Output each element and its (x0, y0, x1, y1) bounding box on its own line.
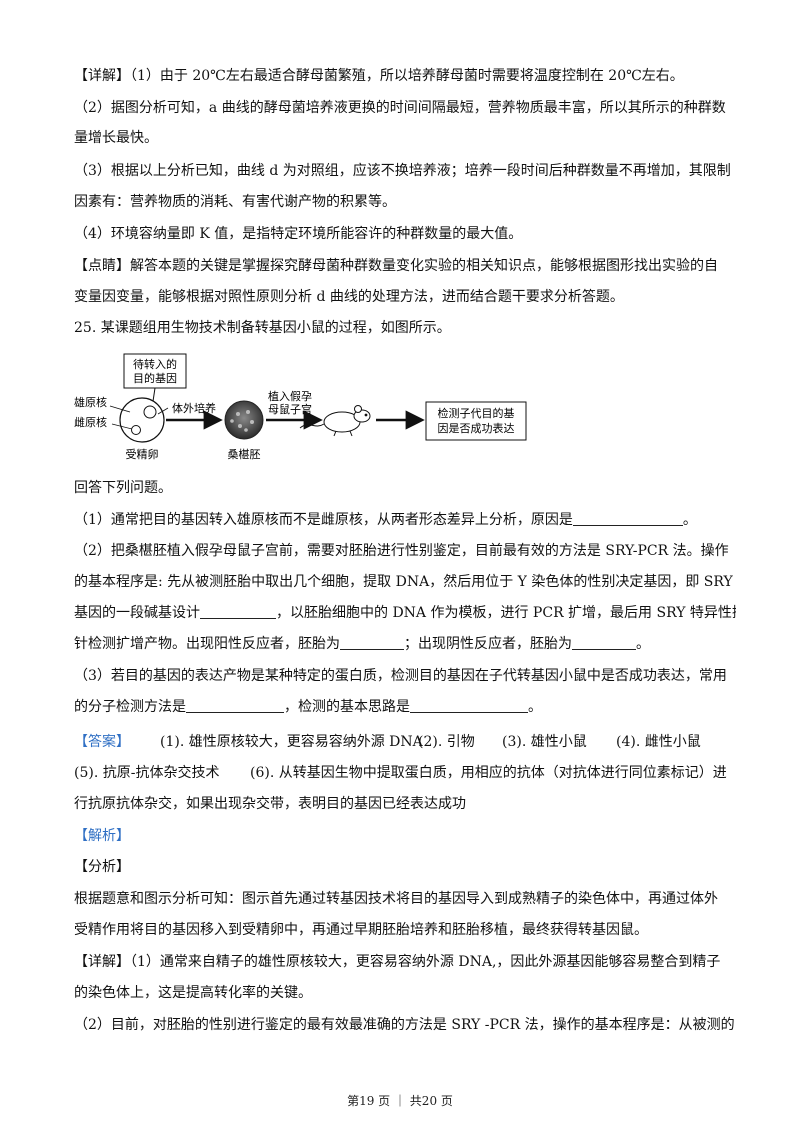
answer-label: 【答案】 (74, 734, 130, 750)
analysis-label: 【解析】 (74, 828, 130, 844)
text-line: 行抗原抗体杂交，如果出现杂交带，表明目的基因已经表达成功 (74, 796, 466, 812)
morula-shape (224, 400, 264, 440)
in-vitro-culture-label: 体外培养 (172, 401, 216, 415)
target-gene-label-2: 目的基因 (133, 371, 177, 385)
implant-label-2: 母鼠子宫 (268, 402, 312, 416)
section-label: 【分析】 (74, 859, 130, 875)
page-footer: 第19 页 ｜ 共20 页 (347, 1094, 453, 1108)
fertilized-egg-shape (119, 397, 165, 443)
q1-blank (572, 511, 683, 526)
answer-row-1: 【答案】 (1). 雄性原核较大，更容易容纳外源 DNA(2). 引物 (3). 雄… (74, 732, 736, 752)
mouse-icon (299, 405, 371, 437)
q2-blank-negative (572, 635, 636, 650)
male-nucleus-shape (143, 405, 157, 419)
text-line: 根据题意和图示分析可知：图示首先通过转基因技术将目的基因导入到成熟精子的染色体中… (74, 891, 718, 907)
q2-text-a: 基因的一段碱基设计 (74, 605, 200, 621)
q2-text-e: 。 (636, 636, 650, 652)
text-line: 【详解】（1）通常来自精子的雄性原核较大，更容易容纳外源 DNA,，因此外源基因… (74, 954, 721, 970)
answer-2: (2). 引物 (418, 734, 475, 750)
male-nucleus-label: 雄原核 (74, 395, 107, 409)
q1-text: （1）通常把目的基因转入雄原核而不是雌原核，从两者形态差异上分析，原因是 (74, 512, 573, 528)
text-line: （3）若目的基因的表达产物是某种特定的蛋白质，检测目的基因在子代转基因小鼠中是否… (74, 668, 727, 684)
q2-text-c: 针检测扩增产物。出现阳性反应者，胚胎为 (74, 636, 340, 652)
question-part-1: （1）通常把目的基因转入雄原核而不是雌原核，从两者形态差异上分析，原因是 。 (74, 510, 736, 530)
answer-6: (6). 从转基因生物中提取蛋白质，用相应的抗体（对抗体进行同位素标记）进 (250, 765, 727, 781)
q1-end: 。 (682, 512, 697, 528)
q3-text-a: 的分子检测方法是 (74, 699, 186, 715)
text-line: （2）把桑椹胚植入假孕母鼠子宫前，需要对胚胎进行性别鉴定，目前最有效的方法是 S… (74, 543, 729, 559)
q2-text-d: ；出现阴性反应者，胚胎为 (404, 636, 572, 652)
question-part-3-line: 的分子检测方法是 ，检测的基本思路是 。 (74, 697, 736, 717)
text-line: 【详解】（1）由于 20℃左右最适合酵母菌繁殖，所以培养酵母菌时需要将温度控制在… (74, 68, 684, 84)
morula-label: 桑椹胚 (228, 448, 261, 461)
q3-blank-approach (410, 698, 528, 713)
detection-result-box (425, 401, 527, 441)
result-label-2: 因是否成功表达 (438, 421, 515, 435)
answer-3: (3). 雄性小鼠 (502, 734, 587, 750)
q3-text-c: 。 (528, 699, 542, 715)
text-line: 的染色体上，这是提高转化率的关键。 (74, 985, 312, 1001)
transgenic-mouse-diagram: 待转入的 目的基因 雄原核 雌原核 受精卵 体外培养 桑椹胚 植入假孕 母鼠子宫 (74, 353, 527, 461)
text-line: 回答下列问题。 (74, 480, 172, 496)
q2-text-b: ，以胚胎细胞中的 DNA 作为模板，进行 PCR 扩增，最后用 SRY 特异性探 (276, 605, 736, 621)
text-line: （3）根据以上分析已知，曲线 d 为对照组，应该不换培养液；培养一段时间后种群数… (74, 163, 731, 179)
text-line: 因素有：营养物质的消耗、有害代谢产物的积累等。 (74, 194, 396, 210)
target-gene-box (123, 353, 187, 389)
text-line: 【点睛】解答本题的关键是掌握探究酵母菌种群数量变化实验的相关知识点，能够根据图形… (74, 258, 718, 274)
answer-5: (5). 抗原-抗体杂交技术 (74, 765, 220, 781)
text-line: 受精作用将目的基因移入到受精卵中，再通过早期胚胎培养和胚胎移植，最终获得转基因鼠… (74, 922, 648, 938)
q2-blank-primer (200, 604, 276, 619)
answer-1: (1). 雄性原核较大，更容易容纳外源 DNA (160, 734, 423, 750)
text-line: 量增长最快。 (74, 130, 158, 146)
fertilized-egg-label: 受精卵 (126, 448, 159, 461)
answer-4: (4). 雌性小鼠 (616, 734, 701, 750)
text-line: （2）据图分析可知，a 曲线的酵母菌培养液更换的时间间隔最短，营养物质最丰富，所… (74, 100, 726, 116)
text-line: （2）目前，对胚胎的性别进行鉴定的最有效最准确的方法是 SRY -PCR 法，操… (74, 1017, 735, 1033)
female-nucleus-shape (131, 425, 141, 435)
q3-text-b: ，检测的基本思路是 (284, 699, 410, 715)
female-nucleus-label: 雌原核 (74, 415, 107, 429)
text-line: 变量因变量，能够根据对照性原则分析 d 曲线的处理方法，进而结合题干要求分析答题… (74, 289, 624, 305)
question-title: 25. 某课题组用生物技术制备转基因小鼠的过程，如图所示。 (74, 320, 451, 336)
result-label-1: 检测子代目的基 (438, 406, 515, 420)
question-part-2-line: 针检测扩增产物。出现阳性反应者，胚胎为 ；出现阴性反应者，胚胎为 。 (74, 634, 736, 654)
text-line: （4）环境容纳量即 K 值，是指特定环境所能容许的种群数量的最大值。 (74, 226, 523, 242)
target-gene-label-1: 待转入的 (133, 357, 177, 371)
q2-blank-positive (340, 635, 404, 650)
question-part-2-line: 基因的一段碱基设计 ，以胚胎细胞中的 DNA 作为模板，进行 PCR 扩增，最后用… (74, 603, 736, 623)
answer-row-2: (5). 抗原-抗体杂交技术 (6). 从转基因生物中提取蛋白质，用相应的抗体（对… (74, 763, 736, 783)
text-line: 的基本程序是: 先从被测胚胎中取出几个细胞，提取 DNA，然后用位于 Y 染色体… (74, 574, 733, 590)
q3-blank-method (186, 698, 284, 713)
implant-label-1: 植入假孕 (268, 389, 312, 403)
